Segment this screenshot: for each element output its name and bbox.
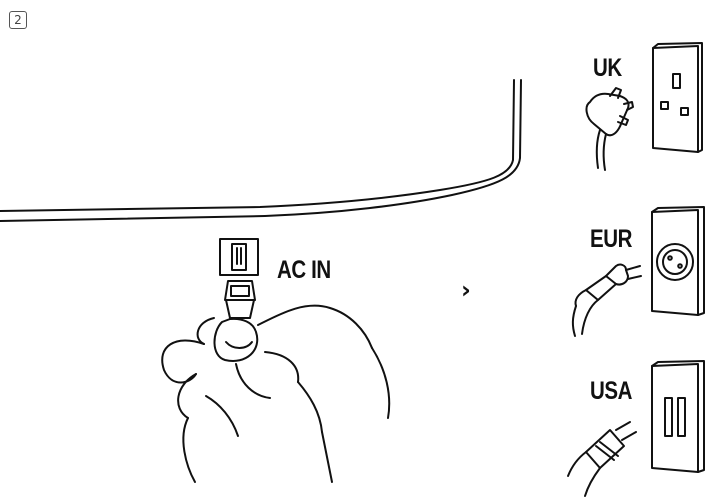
eur-label: EUR <box>590 225 633 253</box>
uk-plug-icon <box>587 88 633 170</box>
chevron-right-icon: › <box>461 276 471 304</box>
tv-rear-edge <box>0 80 521 221</box>
eur-wall-outlet <box>652 207 704 315</box>
usa-label: USA <box>590 377 633 405</box>
ac-in-socket <box>220 239 258 275</box>
uk-label: UK <box>593 54 622 82</box>
ac-in-label: AC IN <box>277 256 331 284</box>
usa-plug-icon <box>568 422 636 496</box>
step-number-badge: 2 <box>9 11 27 29</box>
uk-wall-outlet <box>653 43 702 152</box>
eur-plug-icon <box>573 265 641 336</box>
hand-icon <box>162 306 389 482</box>
usa-wall-outlet <box>652 361 704 472</box>
power-cord-plug <box>225 281 255 318</box>
